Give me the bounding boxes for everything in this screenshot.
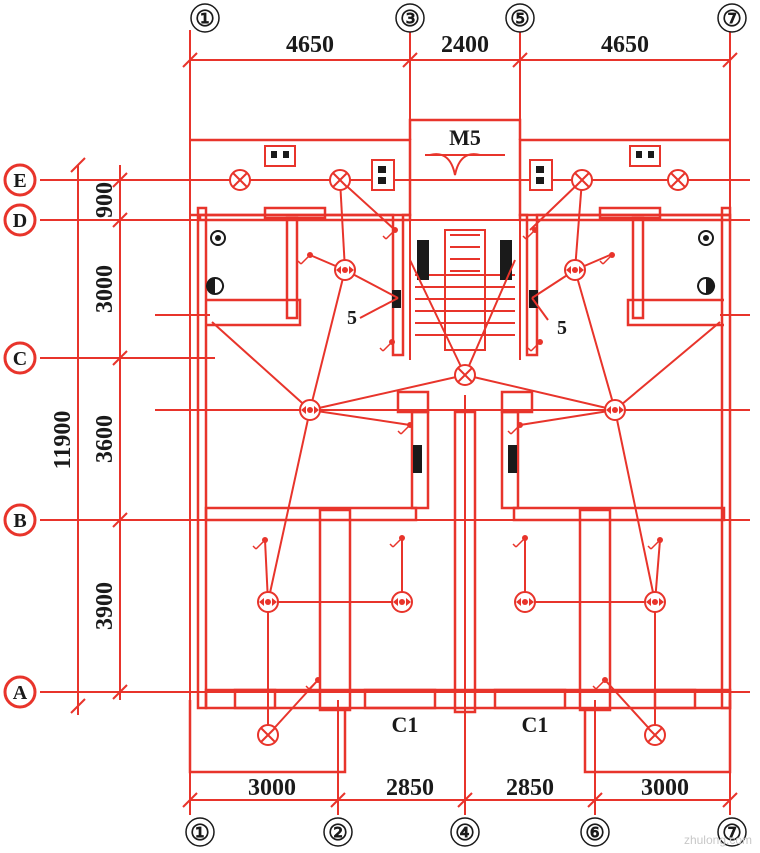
axis-left-d: D <box>13 210 27 232</box>
switch-count-right: 5 <box>557 317 567 339</box>
axis-top-1: ① <box>195 6 215 31</box>
door-label: M5 <box>449 125 481 150</box>
axis-bottom-6: ⑥ <box>585 820 605 845</box>
axis-left-c: C <box>13 348 27 370</box>
dim-top-1: 4650 <box>286 32 334 58</box>
window-label-right: C1 <box>522 712 549 737</box>
axis-bottom-7: ⑦ <box>722 820 742 845</box>
axis-top-5: ⑤ <box>510 6 530 31</box>
switch-count-left: 5 <box>347 307 357 329</box>
dim-bottom-2: 2850 <box>386 775 434 801</box>
axis-top-3: ③ <box>400 6 420 31</box>
axis-left-e: E <box>13 170 26 192</box>
dim-bottom-1: 3000 <box>248 775 296 801</box>
axis-left-a: A <box>13 682 28 704</box>
dim-total: 11900 <box>50 411 76 470</box>
dim-top-2: 2400 <box>441 32 489 58</box>
dim-left-3600: 3600 <box>92 415 118 463</box>
watermark: zhulong.com <box>683 833 752 847</box>
axis-left-b: B <box>13 510 26 532</box>
window-label-left: C1 <box>392 712 419 737</box>
axis-bottom-1: ① <box>190 820 210 845</box>
dim-bottom-3: 2850 <box>506 775 554 801</box>
axis-bottom-4: ④ <box>455 820 475 845</box>
axis-bottom-2: ② <box>328 820 348 845</box>
dim-top-3: 4650 <box>601 32 649 58</box>
dim-left-900: 900 <box>92 182 118 218</box>
dim-left-3000: 3000 <box>92 265 118 313</box>
axis-top-7: ⑦ <box>722 6 742 31</box>
dim-bottom-4: 3000 <box>641 775 689 801</box>
dim-left-3900: 3900 <box>92 582 118 630</box>
